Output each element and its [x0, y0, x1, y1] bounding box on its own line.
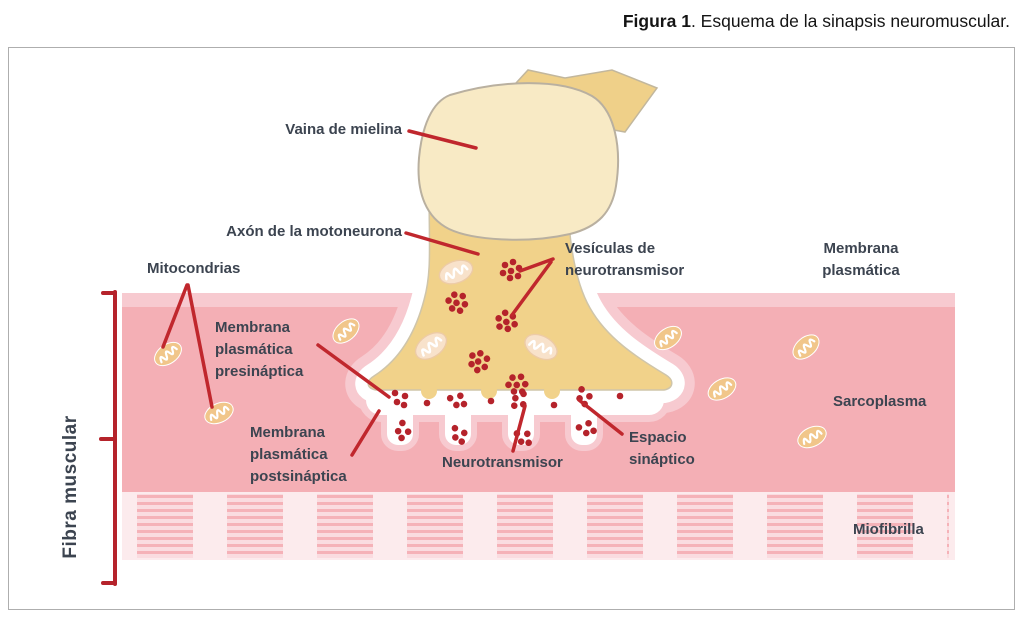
leader-lines: [161, 129, 624, 457]
label-neurotransmitter-vesicles: Vesículas de neurotransmisor: [565, 240, 685, 279]
figure-caption: Figura 1. Esquema de la sinapsis neuromu…: [623, 11, 1010, 32]
label-synaptic-space: Espacio sináptico: [629, 429, 695, 468]
myelin-sheath-shape: [417, 82, 619, 241]
label-muscle-fiber: Fibra muscular: [60, 415, 81, 559]
myofibril-stripes: [137, 494, 949, 558]
label-sarcoplasm: Sarcoplasma: [833, 393, 927, 410]
label-presynaptic-membrane: Membrana plasmática presináptica: [215, 319, 304, 380]
figure-caption-text: . Esquema de la sinapsis neuromuscular.: [690, 11, 1010, 31]
label-myofibril: Miofibrilla: [853, 521, 924, 538]
figure-number: Figura 1: [622, 11, 691, 31]
label-postsynaptic-membrane: Membrana plasmática postsináptica: [250, 424, 347, 485]
label-plasma-membrane: Membrana plasmática: [822, 240, 900, 279]
muscle-fiber-bracket: [99, 290, 117, 586]
label-myelin-sheath: Vaina de mielina: [285, 121, 402, 138]
vesicle-clusters: [390, 258, 624, 450]
label-motor-neuron-axon: Axón de la motoneurona: [226, 223, 402, 240]
label-mitochondria: Mitocondrias: [147, 260, 241, 277]
label-neurotransmitter: Neurotransmisor: [442, 454, 563, 471]
